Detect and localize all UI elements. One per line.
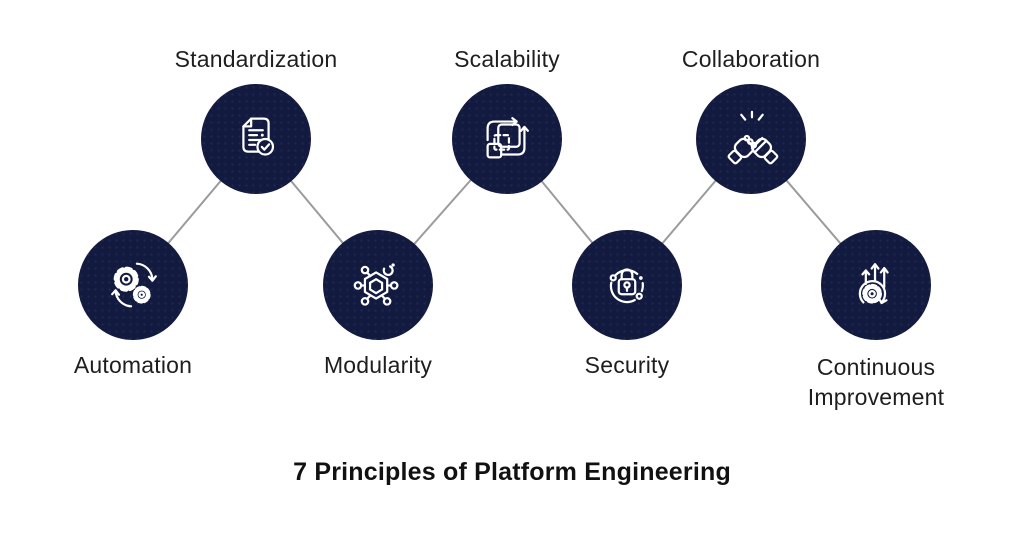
fist-bump-icon	[727, 110, 779, 165]
hexagon-network-icon	[353, 263, 399, 306]
gears-sync-icon	[111, 262, 157, 308]
gear-growth-icon	[858, 263, 889, 305]
loop-squares-icon	[486, 117, 529, 159]
label-scalability: Scalability	[454, 46, 560, 72]
node-security	[572, 230, 682, 340]
label-modularity: Modularity	[323, 352, 433, 378]
label-security: Security	[584, 352, 670, 378]
label-collaboration: Collaboration	[681, 46, 821, 72]
node-continuous-improvement	[821, 230, 931, 340]
node-standardization	[201, 84, 311, 194]
padlock-orbit-icon	[609, 268, 644, 304]
node-automation	[78, 230, 188, 340]
node-modularity	[323, 230, 433, 340]
diagram-title: 7 Principles of Platform Engineering	[293, 458, 731, 486]
label-standardization: Standardization	[174, 46, 338, 72]
label-automation: Automation	[73, 352, 193, 378]
label-continuous-improvement: Continuous Improvement	[807, 354, 945, 411]
node-collaboration	[696, 84, 806, 194]
document-check-icon	[242, 117, 275, 156]
node-scalability	[452, 84, 562, 194]
